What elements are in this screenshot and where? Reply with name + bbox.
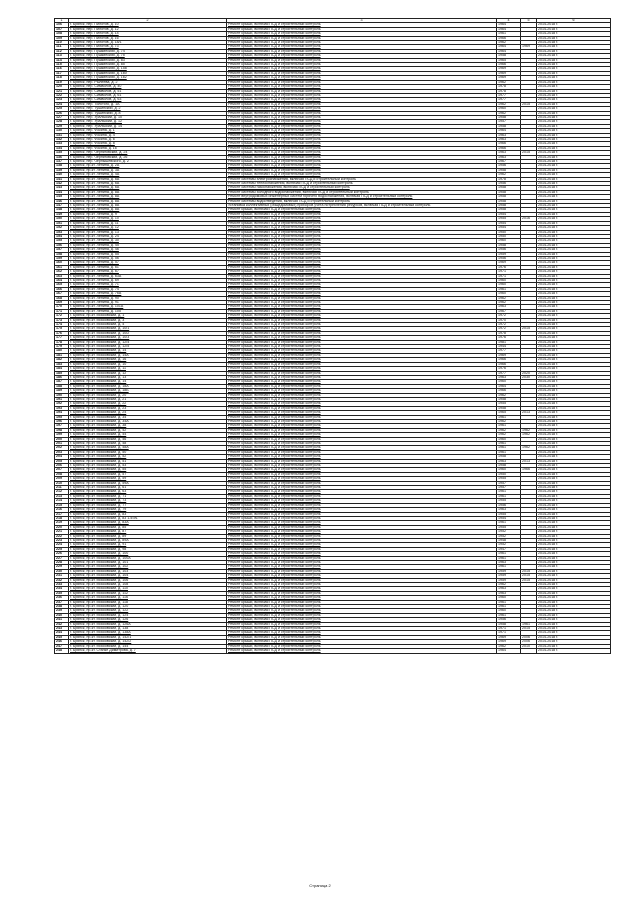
row-work-type: Ремонт крыши, включая ПСД и строительный… — [226, 648, 497, 654]
page-footer: Страница 2 — [309, 883, 331, 888]
column-header-6: 6 — [536, 17, 611, 24]
row-number: 248 — [54, 648, 69, 654]
row-planned-period: 2014-2018 г. — [536, 648, 611, 654]
row-build-year: 1964 — [496, 648, 521, 654]
column-number-row: 1 2 3 4 5 6 — [54, 17, 611, 24]
row-address: г. Брянск, пр-кт. Станке Димитрова, д. 7 — [68, 648, 227, 654]
row-last-repair-year — [520, 648, 537, 654]
